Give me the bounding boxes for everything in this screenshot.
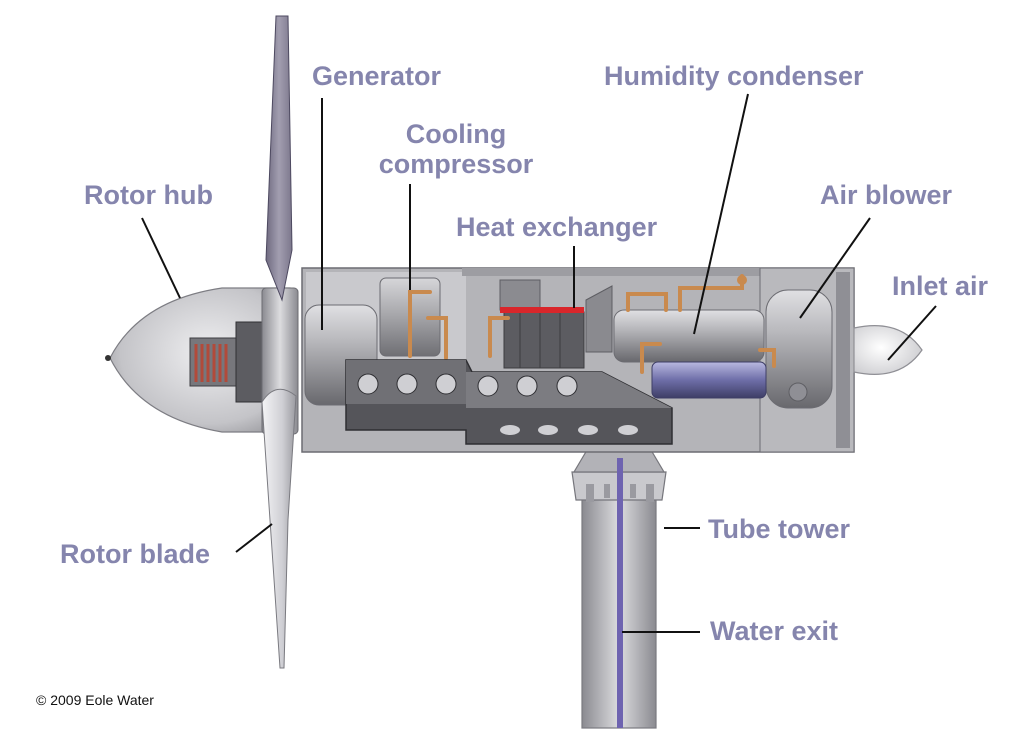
label-inlet-air: Inlet air [892,271,989,301]
label-tube-tower: Tube tower [708,514,851,544]
label-cooling-compressor-line2: compressor [378,148,534,179]
label-heat-exchanger: Heat exchanger [456,212,658,242]
copyright-credit: © 2009 Eole Water [36,692,154,708]
label-generator: Generator [312,61,442,91]
inlet-air-cone [853,325,923,375]
label-water-exit: Water exit [710,616,839,646]
rotor-blade-upper [265,15,293,302]
pitch-spring-mechanism [189,321,263,403]
nacelle [301,267,855,453]
heat-exchanger-unit [499,279,541,311]
coil-cylinder [651,361,767,399]
label-air-blower: Air blower [820,180,953,210]
leader-lines [141,93,937,633]
label-cooling-compressor-line1: Cooling [405,119,507,149]
label-rotor-hub: Rotor hub [84,180,213,210]
label-rotor-blade: Rotor blade [60,539,211,569]
humidity-condenser-unit [613,309,765,363]
heat-exchanger-bar [500,307,584,313]
label-cooling-compressor: Cooling compressor [366,119,546,179]
label-humidity-condenser: Humidity condenser [604,61,864,91]
rotor-blade-lower [261,388,297,669]
